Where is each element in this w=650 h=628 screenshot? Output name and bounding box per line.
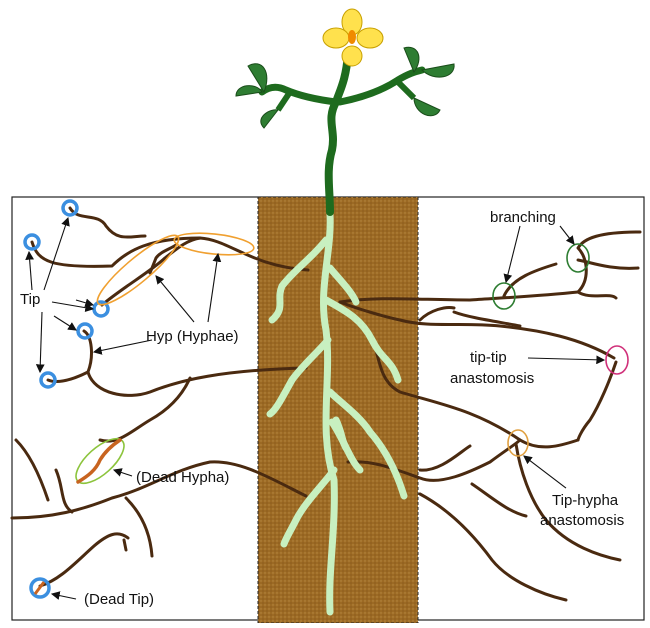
leaf-right-mid	[422, 64, 454, 77]
leaf-right-top	[404, 47, 419, 72]
branching-label: branching	[490, 209, 556, 226]
tip-tip-label-line2: anastomosis	[450, 370, 534, 387]
dead-hypha-label: (Dead Hypha)	[136, 469, 229, 486]
rhizosphere-column	[258, 197, 418, 623]
dead-tip-label: (Dead Tip)	[84, 591, 154, 608]
leaf-left-mid	[236, 86, 262, 96]
tip-tip-label-line1: tip-tip	[470, 349, 507, 366]
tip-label: Tip	[20, 291, 40, 308]
plant	[236, 9, 454, 212]
leaf-right-low	[414, 98, 440, 116]
tip-hypha-label-line1: Tip-hypha	[552, 492, 619, 509]
leaf-left-low	[261, 110, 278, 128]
hyphae-label: Hyp (Hyphae)	[146, 328, 239, 345]
tip-hypha-label-line2: anastomosis	[540, 512, 624, 529]
flower	[323, 9, 383, 66]
